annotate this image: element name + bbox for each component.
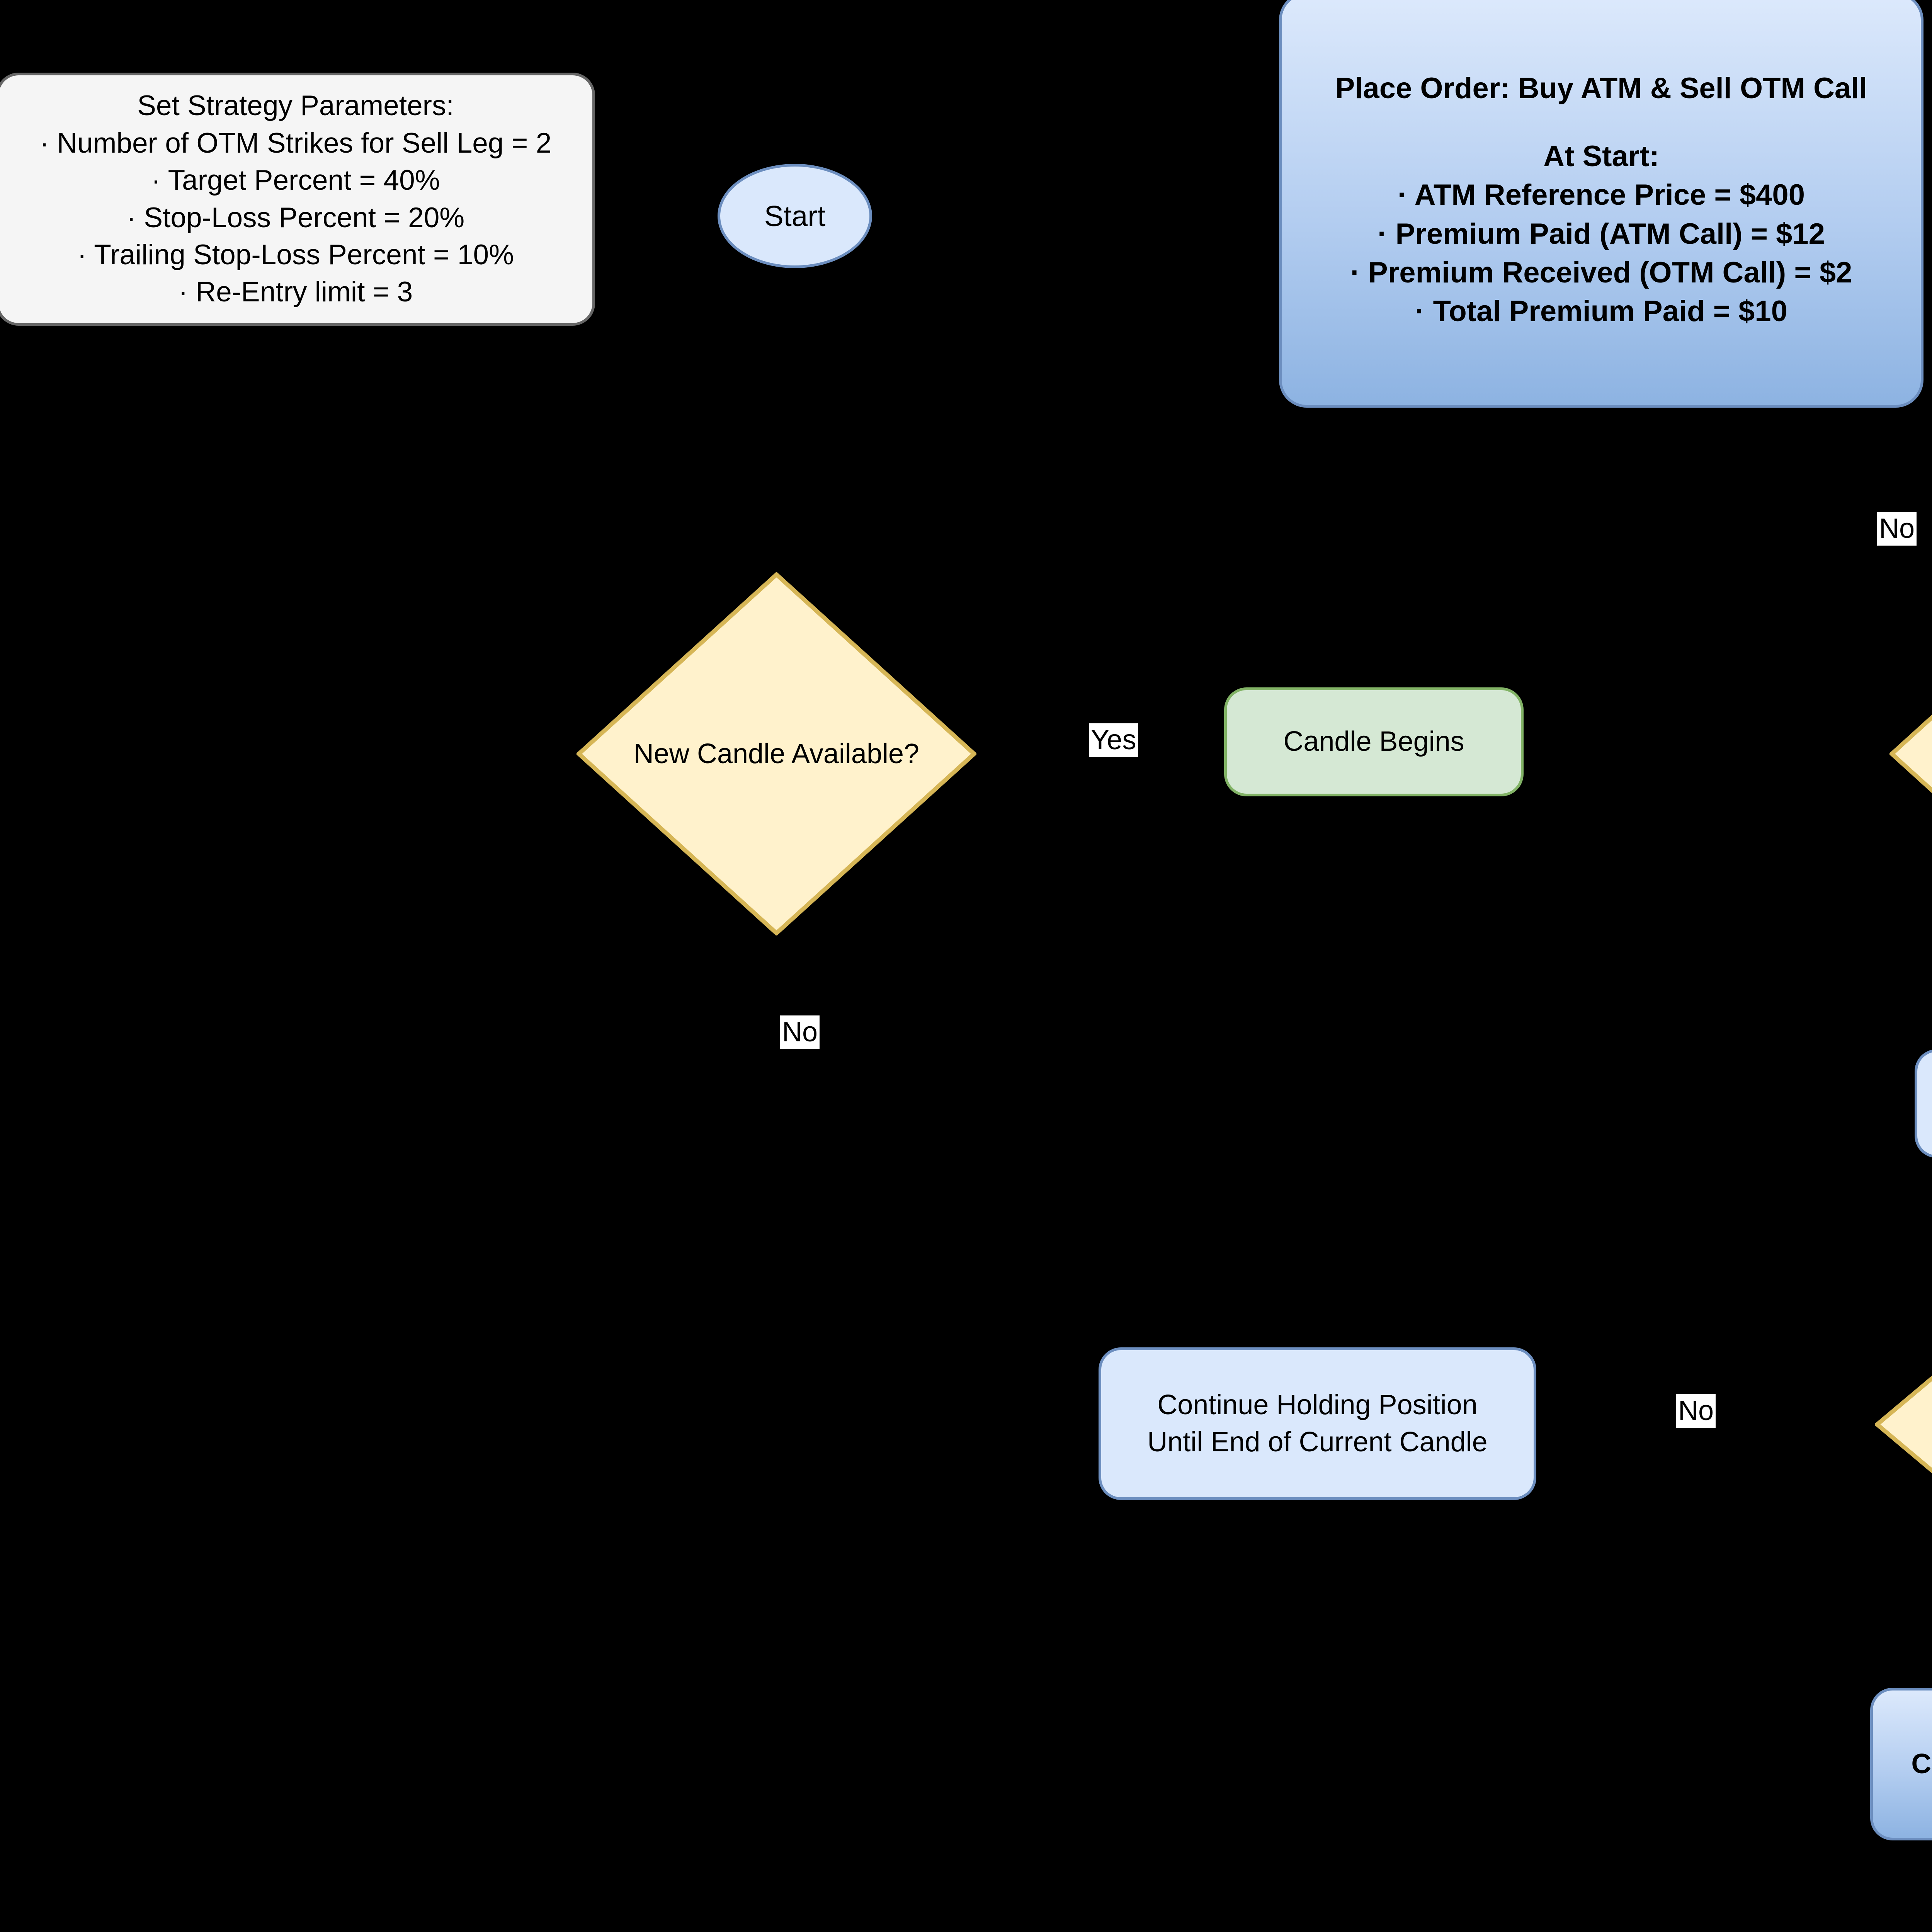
start-label: Start — [764, 199, 826, 232]
node-candle-begins[interactable]: Candle Begins — [1224, 687, 1524, 796]
continue-holding-line-2: Until End of Current Candle — [1147, 1426, 1488, 1458]
diamond-shape — [577, 572, 976, 935]
place-order-bullet-2: · Premium Received (OTM Call) = $2 — [1350, 256, 1852, 289]
continue-holding-line-1: Continue Holding Position — [1157, 1389, 1478, 1421]
place-order-bullet-3: · Total Premium Paid = $10 — [1415, 295, 1787, 328]
node-trailing-stop-loss-hit[interactable]: Trailing Stop-Loss Hit? — [1875, 1244, 1932, 1605]
place-order-subheading: At Start: — [1543, 139, 1659, 173]
trailing-stop-loss-hit-label: Trailing Stop-Loss Hit? — [1875, 1244, 1932, 1605]
open-positions-exist-label: Open Positions Exist? — [1889, 572, 1932, 935]
strategy-parameters-bullet-4: · Re-Entry limit = 3 — [178, 276, 413, 308]
place-order-bullet-1: · Premium Paid (ATM Call) = $12 — [1378, 217, 1825, 250]
candle-begins-label: Candle Begins — [1283, 726, 1464, 757]
diamond-shape — [1875, 1375, 1932, 1474]
node-place-order[interactable]: Place Order: Buy ATM & Sell OTM Call At … — [1279, 0, 1923, 408]
strategy-parameters-bullet-2: · Stop-Loss Percent = 20% — [126, 202, 465, 233]
node-monitor-net-premium[interactable]: Monitor Net Premium — [1915, 1049, 1932, 1158]
place-order-heading: Place Order: Buy ATM & Sell OTM Call — [1335, 71, 1867, 105]
new-candle-available-label: New Candle Available? — [633, 738, 920, 769]
node-strategy-parameters[interactable]: Set Strategy Parameters: · Number of OTM… — [0, 73, 595, 326]
edge-label-trailing-stop-no: No — [1676, 1394, 1716, 1428]
node-close-trade[interactable]: Close Trade for Profit/Loss — [1870, 1688, 1932, 1840]
close-trade-label: Close Trade for Profit/Loss — [1911, 1748, 1932, 1779]
edge-label-new-candle-yes: Yes — [1089, 723, 1138, 757]
place-order-bullet-0: · ATM Reference Price = $400 — [1398, 179, 1805, 212]
diamond-shape — [1889, 714, 1932, 793]
node-new-candle-available[interactable]: New Candle Available? — [577, 572, 976, 935]
strategy-parameters-bullet-3: · Trailing Stop-Loss Percent = 10% — [77, 239, 514, 270]
strategy-parameters-bullet-1: · Target Percent = 40% — [151, 165, 440, 196]
edge-label-new-candle-no: No — [780, 1015, 820, 1049]
node-start[interactable]: Start — [718, 164, 872, 268]
node-open-positions-exist[interactable]: Open Positions Exist? — [1889, 572, 1932, 935]
node-continue-holding[interactable]: Continue Holding Position Until End of C… — [1099, 1347, 1536, 1500]
strategy-parameters-heading: Set Strategy Parameters: — [137, 90, 454, 122]
edge-label-open-positions-no: No — [1877, 512, 1917, 546]
strategy-parameters-bullet-0: · Number of OTM Strikes for Sell Leg = 2 — [39, 127, 552, 159]
